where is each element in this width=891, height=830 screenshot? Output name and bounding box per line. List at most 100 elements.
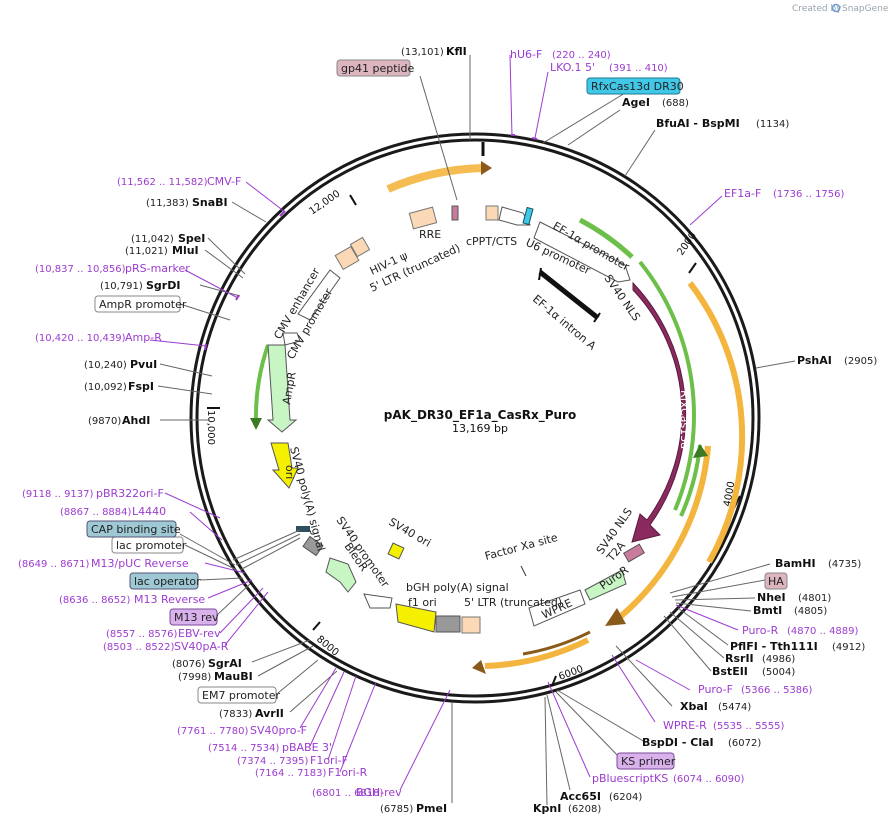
primer-line-ampr [149, 339, 207, 347]
primer-line-pbr322 [164, 492, 221, 519]
right-orange-arc-1 [687, 281, 746, 564]
mark-prs [235, 294, 240, 301]
box-lac-promoter[interactable]: lac promoter [111, 536, 187, 554]
primer-m13-reverse[interactable]: (8636 .. 8652) M13 Reverse [59, 593, 205, 606]
site-sgrdi[interactable]: (10,791) SgrDI [100, 279, 180, 292]
rfxcas13d-arrow [631, 281, 687, 543]
site-bamhi[interactable]: BamHI (4735) [775, 557, 861, 570]
site-xbai[interactable]: XbaI (5474) [680, 700, 751, 713]
box-em7-promoter[interactable]: EM7 promoter [197, 686, 280, 704]
primer-amp-r[interactable]: (10,420 .. 10,439) Amp-R [35, 331, 162, 344]
primer-prs-marker[interactable]: (10,837 .. 10,856) pRS-marker [35, 262, 190, 275]
primer-pos: (7164 .. 7183) [255, 768, 327, 779]
site-pos: (11,042) [131, 234, 174, 245]
site-spei[interactable]: (11,042) SpeI [131, 232, 205, 245]
primer-lko1-5[interactable]: LKO.1 5' (391 .. 410) [550, 61, 668, 74]
site-bfuai-bspmi[interactable]: BfuAI - BspMI (1134) [656, 117, 789, 130]
site-name: PmeI [416, 802, 447, 815]
site-kfli[interactable]: (13,101) KflI [401, 45, 467, 58]
box-ks-primer[interactable]: KS primer [616, 752, 676, 770]
primer-name: M13 Reverse [134, 593, 205, 606]
site-pflfi-tth111i[interactable]: PflFI - Tth111I (4912) [730, 640, 865, 653]
site-kpni[interactable]: KpnI (6208) [533, 802, 601, 815]
right-green-arrowhead-icon [693, 444, 708, 458]
box-ampr-promoter[interactable]: AmpR promoter [94, 295, 187, 313]
ef1a-promoter-arrow [533, 221, 631, 283]
bleor-arrow [325, 557, 357, 593]
leader-em7 [277, 659, 319, 694]
rfxcas13d-dr30-box [522, 206, 534, 226]
primer-name: WPRE-R [663, 719, 707, 732]
primer-pbr322ori-f[interactable]: (9118 .. 9137) pBR322ori-F [22, 487, 164, 500]
ef1a-intron-cap-right [593, 312, 601, 323]
gp41-box [451, 205, 459, 221]
left-green-arc [253, 344, 270, 423]
primer-f1ori-f[interactable]: (7374 .. 7395) F1ori-F [237, 754, 348, 767]
primer-name: pRS-marker [125, 262, 190, 275]
site-maubi[interactable]: (7998) MauBI [178, 670, 253, 683]
primer-ebv-rev[interactable]: (8557 .. 8576) EBV-rev [106, 627, 221, 640]
site-pos: (8076) [172, 659, 205, 670]
box-m13-rev[interactable]: M13 rev [169, 608, 219, 626]
primer-wpre-r[interactable]: WPRE-R (5535 .. 5555) [663, 719, 785, 732]
primer-ef1a-f[interactable]: EF1a-F (1736 .. 1756) [724, 187, 845, 200]
site-name: AhdI [122, 414, 150, 427]
box-ha[interactable]: HA [764, 572, 788, 590]
site-pshai[interactable]: PshAI (2905) [797, 354, 877, 367]
label-sv40-polya: SV40 poly(A) signal [287, 445, 327, 552]
primer-f1ori-r[interactable]: (7164 .. 7183) F1ori-R [255, 766, 368, 779]
primer-l4440[interactable]: (8867 .. 8884) L4440 [60, 505, 166, 518]
mark-cmvf [279, 210, 286, 217]
primer-hu6-f[interactable]: hU6-F (220 .. 240) [510, 48, 611, 61]
box-gp41-peptide[interactable]: gp41 peptide [336, 59, 415, 77]
primer-name: Puro-F [698, 683, 733, 696]
site-bspdi-clai[interactable]: BspDI - ClaI (6072) [642, 736, 761, 749]
site-snabi[interactable]: (11,383) SnaBI [146, 196, 228, 209]
site-agei[interactable]: AgeI (688) [622, 96, 689, 109]
leader-bspdi [556, 689, 646, 743]
site-nhei[interactable]: NheI (4801) [757, 591, 831, 604]
label-factor-xa: Factor Xa site [483, 531, 559, 563]
box-rfxcas13d-dr30[interactable]: RfxCas13d DR30 [586, 77, 684, 95]
site-bsteii[interactable]: BstEII (5004) [712, 665, 795, 678]
site-pos: (4912) [832, 642, 865, 653]
primer-cmv-f[interactable]: (11,562 .. 11,582) CMV-F [117, 175, 241, 188]
box-lac-operator[interactable]: lac operator [129, 572, 201, 590]
site-pos: (13,101) [401, 47, 444, 58]
primer-pbluescriptks[interactable]: pBluescriptKS (6074 .. 6090) [592, 772, 745, 785]
site-fspi[interactable]: (10,092) FspI [84, 380, 154, 393]
primer-sv40pa-r[interactable]: (8503 .. 8522) SV40pA-R [103, 640, 229, 653]
leader-nhei [674, 597, 756, 601]
primer-pos: (220 .. 240) [552, 50, 611, 61]
site-ahdi[interactable]: (9870) AhdI [88, 414, 150, 427]
primer-line-lko [534, 71, 549, 139]
site-name: Acc65I [560, 790, 601, 803]
primer-puro-r[interactable]: Puro-R (4870 .. 4889) [742, 624, 859, 637]
leader-sgrai [251, 639, 311, 663]
primer-bgh-rev[interactable]: (6801 .. 6818) BGH-rev [312, 786, 402, 799]
primer-line-ef1a [689, 195, 723, 226]
site-name: SgrAI [208, 657, 242, 670]
label-ef1a-intron-a: EF-1α intron A [530, 292, 599, 353]
primer-pbabe-3[interactable]: (7514 .. 7534) pBABE 3' [208, 741, 332, 754]
site-acc65i[interactable]: Acc65I (6204) [560, 790, 642, 803]
site-avrii[interactable]: (7833) AvrII [219, 707, 284, 720]
site-name: BamHI [775, 557, 816, 570]
site-mlui[interactable]: (11,021) MluI [125, 244, 199, 257]
primer-line-bluescript [547, 681, 591, 778]
primer-sv40pro-f[interactable]: (7761 .. 7780) SV40pro-F [177, 724, 307, 737]
site-sgrai[interactable]: (8076) SgrAI [172, 657, 242, 670]
top-orange-arc [386, 164, 484, 193]
primer-puro-f[interactable]: Puro-F (5366 .. 5386) [698, 683, 813, 696]
box-cap-binding-site[interactable]: CAP binding site [86, 520, 181, 538]
site-pvui[interactable]: (10,240) PvuI [84, 358, 157, 371]
site-bmti[interactable]: BmtI (4805) [753, 604, 827, 617]
leader-ampr-promoter [179, 303, 231, 321]
snapgene-watermark: Created by SnapGene [792, 3, 889, 14]
primer-name: EF1a-F [724, 187, 761, 200]
primer-m13-puc-reverse[interactable]: (8649 .. 8671) M13/pUC Reverse [18, 557, 189, 570]
site-pmei[interactable]: (6785) PmeI [380, 802, 447, 815]
primer-name: BGH-rev [356, 786, 402, 799]
site-rsrii[interactable]: RsrII (4986) [725, 652, 795, 665]
box-text: RfxCas13d DR30 [591, 80, 684, 93]
